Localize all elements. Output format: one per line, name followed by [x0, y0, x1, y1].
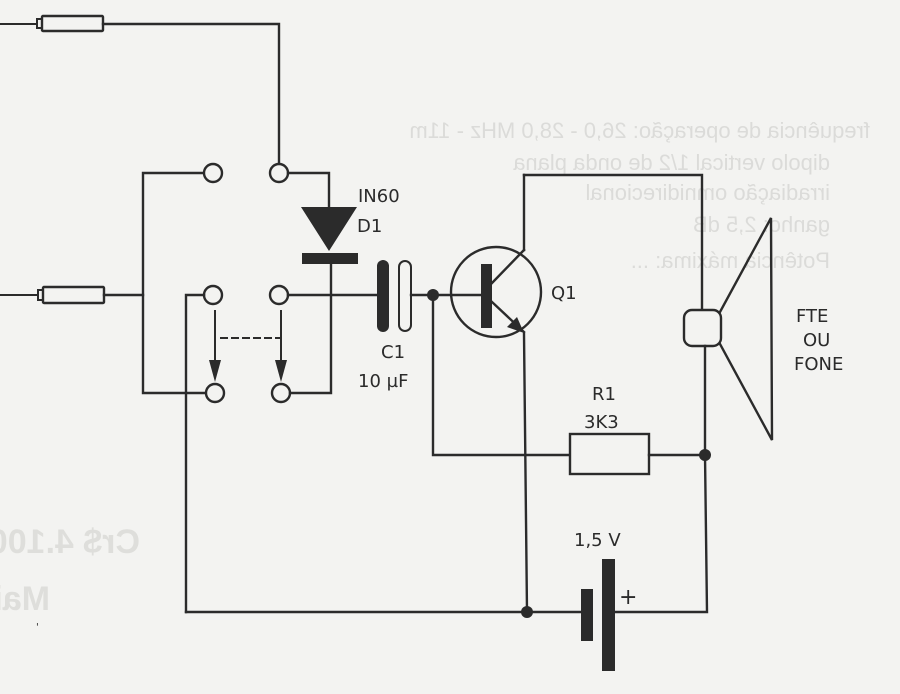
antenna-lead-left [0, 285, 145, 305]
diode-d1 [286, 171, 358, 395]
stray-mark: ' [36, 622, 39, 633]
capacitor-value-label: 10 µF [358, 371, 408, 392]
speaker-label-line-1: FTE [796, 306, 828, 327]
ghost-line-1: frequência de operação: 26,0 - 28,0 MHz … [409, 118, 870, 143]
speaker [682, 217, 774, 457]
switch-terminal-1 [202, 162, 224, 184]
resistor-r1 [568, 432, 707, 476]
resistor-value-label: 3K3 [584, 412, 619, 433]
diode-part-label: IN60 [358, 186, 400, 207]
speaker-label-line-2: OU [803, 330, 830, 351]
switch-arrow-right [275, 360, 287, 382]
bleed-through-text: frequência de operação: 26,0 - 28,0 MHz … [0, 118, 870, 618]
labels: IN60 D1 C1 10 µF Q1 R1 3K3 1,5 V + FTE O… [357, 186, 843, 610]
capacitor-ref-label: C1 [381, 342, 405, 363]
junction-emitter-ground [521, 606, 533, 618]
antenna-lead-top [0, 14, 281, 166]
resistor-ref-label: R1 [592, 384, 616, 405]
supply-wire [612, 453, 709, 614]
switch-terminal-4 [268, 284, 290, 306]
ghost-postage: Mais despesas postais [0, 580, 50, 618]
switch-arrow-left [209, 360, 221, 382]
left-rail-wire [141, 171, 207, 395]
transistor-ref-label: Q1 [551, 283, 577, 304]
bias-wire [431, 293, 572, 457]
battery [581, 559, 615, 671]
transistor-q1 [449, 173, 543, 614]
ground-return-wire [184, 293, 206, 614]
switch-terminal-6 [270, 382, 292, 404]
battery-plus-label: + [619, 585, 637, 610]
ghost-line-3: irradiação omnidirecional [585, 180, 830, 205]
switch-terminal-2 [268, 162, 290, 184]
collector-wire [522, 173, 704, 312]
capacitor-c1 [377, 260, 435, 332]
dpdt-switch[interactable] [202, 162, 292, 404]
speaker-label-line-3: FONE [794, 354, 843, 375]
ghost-line-2: dipolo vertical 1/2 de onda plana [512, 150, 830, 175]
diode-ref-label: D1 [357, 216, 382, 237]
switch-terminal-5 [204, 382, 226, 404]
switch-terminal-3 [202, 284, 224, 306]
ghost-price: Cr$ 4.100,00 [0, 523, 140, 561]
battery-value-label: 1,5 V [574, 530, 621, 551]
ghost-line-4: ganho: 2,5 dB [693, 212, 830, 237]
ghost-line-5: Potência máxima: ... [631, 248, 830, 273]
